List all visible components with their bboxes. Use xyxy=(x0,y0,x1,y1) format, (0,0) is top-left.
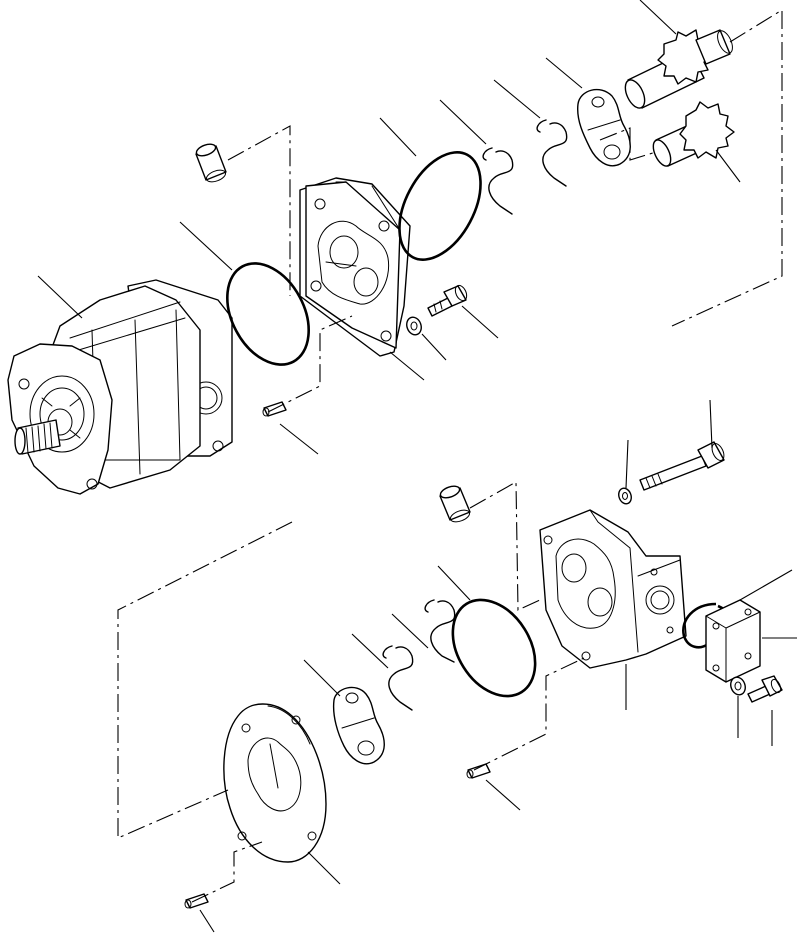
bushing-lower xyxy=(439,485,471,523)
cover-plate-upper xyxy=(299,177,411,357)
seal-clip-upper-b xyxy=(536,119,568,187)
drive-gear xyxy=(624,29,733,109)
washer-long xyxy=(618,487,632,505)
washer-upper xyxy=(406,316,422,336)
bushing-upper xyxy=(195,143,227,183)
rear-housing xyxy=(539,509,687,669)
capscrew-upper xyxy=(427,284,468,317)
seal-clip-lower-b xyxy=(382,645,414,711)
washer-small xyxy=(730,676,746,696)
o-ring-upper xyxy=(226,262,310,366)
gear-housing-ring xyxy=(223,703,327,863)
seal-clip-lower-a xyxy=(424,599,456,663)
pump-body xyxy=(7,279,233,495)
wear-plate-upper xyxy=(576,88,631,167)
assembly-centerlines xyxy=(117,9,783,903)
driven-gear xyxy=(652,101,735,167)
port-cover-plate xyxy=(705,599,761,683)
o-ring-large-upper xyxy=(398,151,482,261)
long-capscrew xyxy=(639,441,725,491)
seal-clip-upper-a xyxy=(482,147,514,215)
bolt-small xyxy=(747,675,783,703)
wear-plate-lower xyxy=(332,686,385,765)
leader-lines xyxy=(37,0,797,933)
o-ring-large-lower xyxy=(451,598,537,698)
dowel-pin-lower xyxy=(466,763,491,779)
